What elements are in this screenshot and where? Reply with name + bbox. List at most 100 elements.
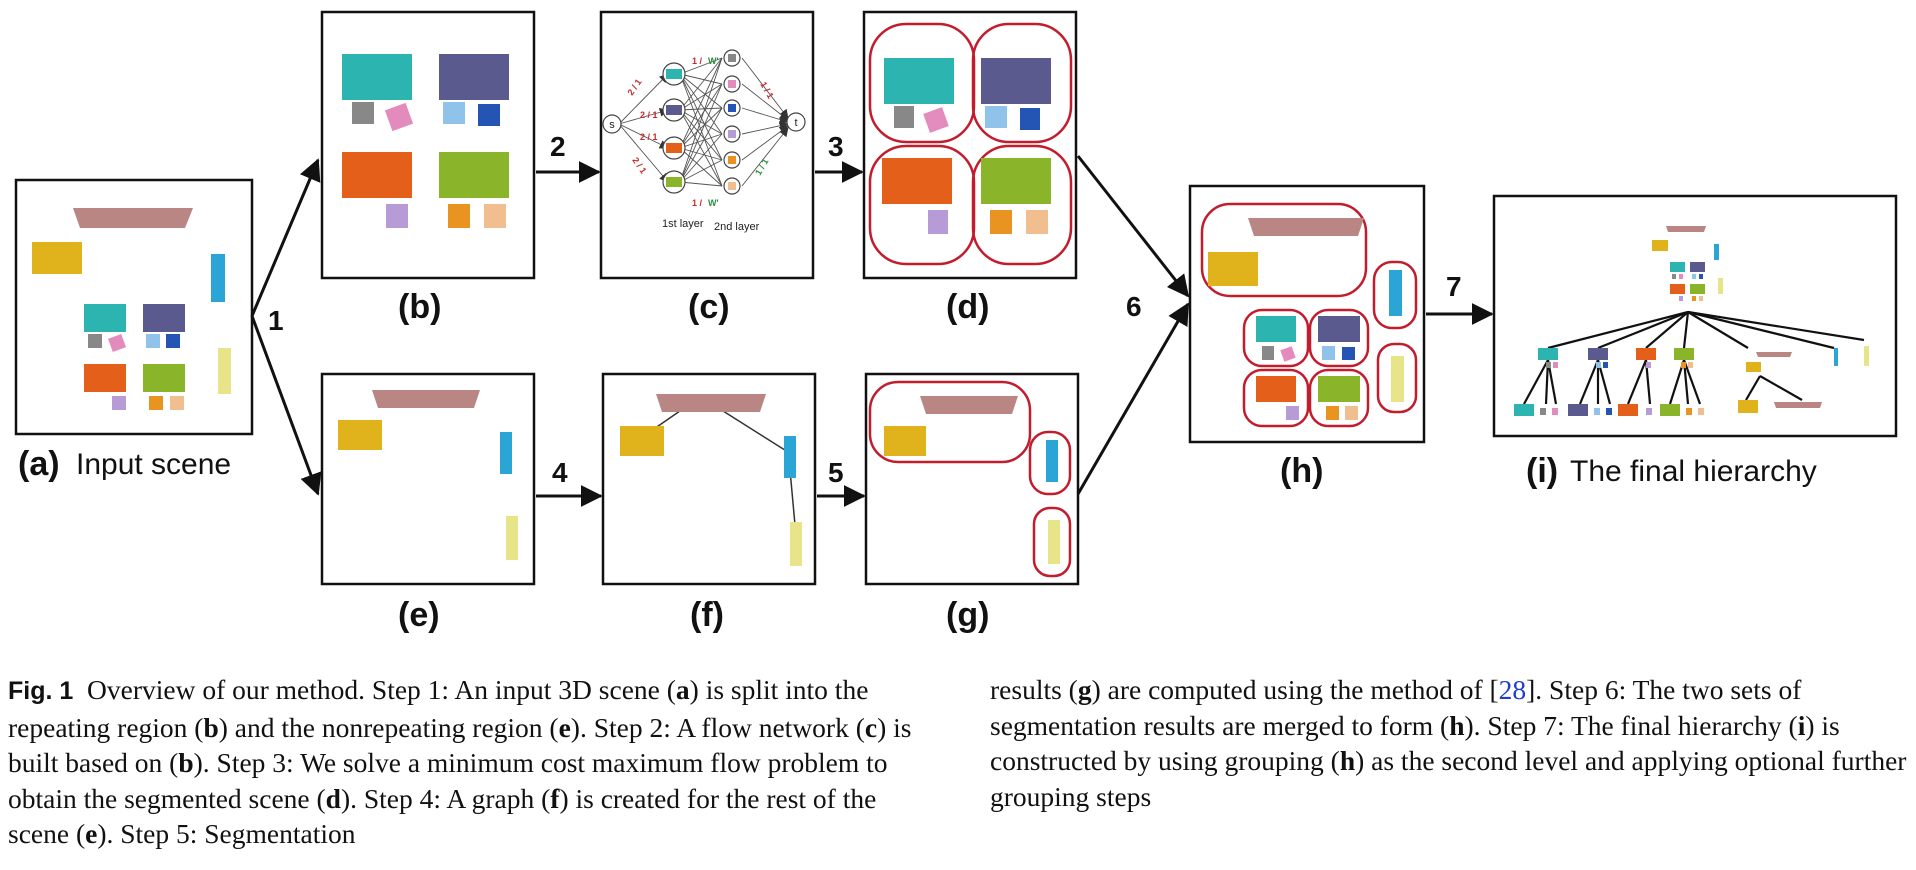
group-outline bbox=[1028, 430, 1072, 496]
chair-peach bbox=[1699, 296, 1703, 301]
svg-text:2 / 1: 2 / 1 bbox=[640, 110, 658, 120]
chair-peach bbox=[1688, 362, 1693, 368]
chair-gray bbox=[352, 102, 374, 124]
arrow-step-1-down bbox=[250, 315, 322, 496]
step-7-number: 7 bbox=[1446, 271, 1462, 302]
desk-teal bbox=[84, 304, 126, 332]
panel-a-input-scene: (a) Input scene bbox=[14, 178, 254, 483]
figure-caption-left: Fig. 1 Overview of our method. Step 1: A… bbox=[8, 672, 928, 852]
chair-light-blue bbox=[1596, 362, 1601, 368]
desk-lime bbox=[143, 364, 185, 392]
chair-lilac bbox=[928, 210, 948, 234]
group-outline bbox=[971, 144, 1073, 266]
panel-a-title: Input scene bbox=[76, 448, 231, 481]
chair-blue bbox=[1603, 362, 1608, 368]
svg-text:W': W' bbox=[708, 198, 719, 208]
caption-text: ). Step 7: The final hierarchy ( bbox=[1464, 709, 1798, 741]
caption-panel-ref: a bbox=[675, 674, 690, 705]
panel-f-graph: (f) bbox=[601, 372, 817, 634]
caption-text: ]. Step 6: The two sets of segmentation … bbox=[990, 674, 1802, 741]
panel-c-flow-network: 2 / 1 2 / 1 2 / 1 2 / 1 1 /W' 1 /W' 1 / … bbox=[599, 10, 815, 326]
svg-text:W': W' bbox=[708, 56, 719, 66]
desk-teal bbox=[1514, 404, 1534, 416]
panel-d-segmented-scene: (d) bbox=[862, 10, 1078, 326]
cabinet-cyan bbox=[211, 254, 225, 302]
caption-text-left: Overview of our method. Step 1: An input… bbox=[8, 674, 911, 849]
chair-light-blue bbox=[443, 102, 465, 124]
chair-amber bbox=[1692, 296, 1696, 301]
caption-panel-ref: b bbox=[178, 747, 194, 778]
group-outline bbox=[1200, 202, 1368, 298]
chair-pink bbox=[1679, 274, 1683, 279]
chair-lilac bbox=[1286, 406, 1299, 420]
panel-g-segmentation-results: (g) bbox=[864, 372, 1080, 634]
caption-text: Overview of our method. Step 1: An input… bbox=[87, 674, 676, 705]
table-mauve bbox=[73, 208, 193, 228]
table-gold bbox=[338, 420, 382, 450]
step-3-number: 3 bbox=[828, 131, 844, 162]
citation-link[interactable]: 28 bbox=[1498, 674, 1527, 705]
panel-i-title: The final hierarchy bbox=[1570, 455, 1817, 488]
caption-text: ). Step 5: Segmentation bbox=[97, 818, 356, 849]
caption-panel-ref: b bbox=[203, 711, 219, 743]
cabinet-cyan bbox=[1389, 270, 1402, 316]
chair-lilac bbox=[386, 204, 408, 228]
chair-blue bbox=[166, 334, 180, 348]
table-gold bbox=[1746, 362, 1761, 372]
desk-teal bbox=[1538, 348, 1558, 360]
step-1-number: 1 bbox=[268, 305, 284, 336]
panel-h-merged-segmentation: (h) bbox=[1188, 184, 1426, 490]
caption-text: ). Step 2: A flow network ( bbox=[570, 711, 865, 743]
panel-b-letter: (b) bbox=[398, 288, 441, 326]
desk-lime bbox=[1318, 376, 1360, 402]
desk-teal bbox=[884, 58, 954, 104]
chair-amber bbox=[1326, 406, 1339, 420]
chair-amber bbox=[149, 396, 163, 410]
chair-pink bbox=[1553, 362, 1558, 368]
chair-blue bbox=[1606, 408, 1612, 415]
node-desk-orange bbox=[666, 143, 682, 153]
chair-gray bbox=[1262, 346, 1274, 360]
table-mauve bbox=[1756, 352, 1792, 357]
caption-text: ) are computed using the method of [ bbox=[1091, 674, 1499, 705]
panel-c-letter: (c) bbox=[688, 288, 730, 326]
cabinet-cyan bbox=[500, 432, 512, 474]
table-gold bbox=[1738, 400, 1758, 413]
network-edges bbox=[618, 57, 789, 187]
desk-orange bbox=[1618, 404, 1638, 416]
chair-peach bbox=[170, 396, 184, 410]
chair-gray bbox=[1540, 408, 1546, 415]
desk-orange bbox=[342, 152, 412, 198]
chair-amber bbox=[448, 204, 470, 228]
figure-caption-right: results (g) are computed using the metho… bbox=[990, 672, 1908, 814]
desk-slate bbox=[1588, 348, 1608, 360]
panel-e-letter: (e) bbox=[398, 596, 440, 634]
caption-text: ) is split into the repeating region ( bbox=[8, 674, 869, 743]
cabinet-cyan bbox=[784, 436, 796, 478]
node-chair-gray bbox=[728, 54, 736, 62]
chair-pink bbox=[108, 334, 126, 352]
chair-gray bbox=[88, 334, 102, 348]
chair-gray bbox=[1672, 274, 1676, 279]
desk-slate bbox=[981, 58, 1051, 104]
chair-pink bbox=[1552, 408, 1558, 415]
caption-text: ) is created for the rest of the scene ( bbox=[8, 782, 877, 850]
caption-text: ). Step 4: A graph ( bbox=[340, 782, 551, 814]
group-outline bbox=[1032, 506, 1072, 578]
caption-panel-ref: h bbox=[1449, 709, 1465, 741]
panel-a-letter: (a) bbox=[18, 445, 60, 483]
sink-node bbox=[786, 112, 806, 132]
table-mauve bbox=[920, 396, 1018, 414]
caption-text: ) and the nonrepeating region ( bbox=[218, 711, 559, 743]
caption-text: ). Step 3: We solve a minimum cost maxim… bbox=[8, 747, 888, 814]
chair-blue bbox=[478, 104, 500, 126]
layer-1-label: 1st layer bbox=[662, 218, 704, 230]
desk-lime bbox=[439, 152, 509, 198]
desk-orange bbox=[882, 158, 952, 204]
desk-lime bbox=[1660, 404, 1680, 416]
desk-teal bbox=[1670, 262, 1685, 272]
node-desk-lime bbox=[666, 177, 682, 187]
group-outline bbox=[971, 22, 1073, 144]
caption-panel-ref: h bbox=[1339, 745, 1356, 776]
cabinet-pale-yellow bbox=[1864, 346, 1869, 366]
